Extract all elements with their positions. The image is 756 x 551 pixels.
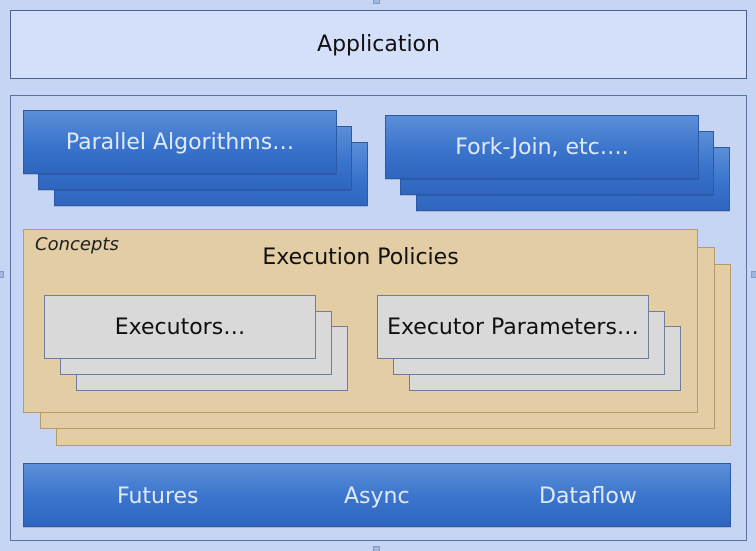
concepts-tag: Concepts — [35, 234, 119, 255]
executor-parameters-block: Executor Parameters… — [377, 295, 649, 359]
executors-block: Executors… — [44, 295, 316, 359]
application-label: Application — [317, 32, 440, 57]
selection-handle-right[interactable] — [751, 271, 756, 278]
selection-handle-left[interactable] — [0, 271, 4, 278]
executor-parameters-label: Executor Parameters… — [387, 314, 639, 340]
application-box: Application — [10, 10, 747, 79]
futures-async-dataflow-bar: Futures Async Dataflow — [23, 463, 731, 527]
parallel-algorithms-block: Parallel Algorithms… — [23, 110, 337, 174]
async-label: Async — [344, 483, 410, 509]
fork-join-label: Fork-Join, etc…. — [455, 134, 629, 160]
selection-handle-top[interactable] — [373, 0, 380, 4]
fork-join-block: Fork-Join, etc…. — [385, 115, 699, 179]
futures-label: Futures — [117, 483, 199, 509]
execution-policies-title: Execution Policies — [262, 245, 459, 270]
selection-handle-bottom[interactable] — [373, 546, 380, 551]
dataflow-label: Dataflow — [539, 483, 637, 509]
parallel-algorithms-label: Parallel Algorithms… — [65, 129, 295, 155]
executors-label: Executors… — [114, 314, 246, 340]
